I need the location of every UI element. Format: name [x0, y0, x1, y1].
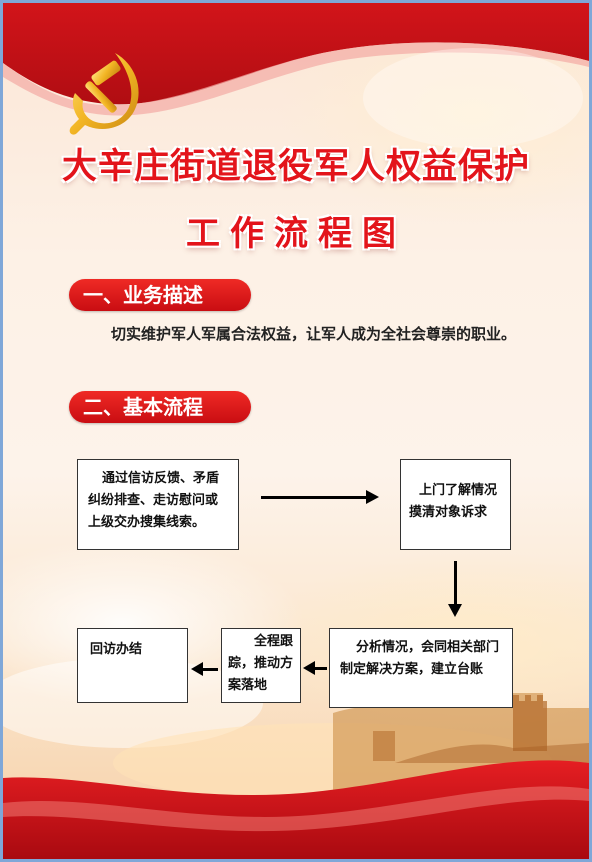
arrow-down-icon	[448, 561, 462, 617]
flow-step-collect-clues: 通过信访反馈、矛盾纠纷排查、走访慰问或上级交办搜集线索。	[77, 459, 239, 550]
flow-step-analyze-solution: 分析情况，会同相关部门制定解决方案，建立台账	[329, 628, 513, 708]
arrow-left-icon	[303, 661, 327, 675]
poster-title-line-1: 大辛庄街道退役军人权益保护	[61, 147, 530, 187]
arrow-right-icon	[261, 490, 379, 504]
flow-step-follow-up-close: 回访办结	[77, 628, 188, 703]
arrow-left-icon	[191, 662, 218, 676]
poster-title-line-2: 工作流程图	[186, 214, 406, 254]
business-description-text: 切实维护军人军属合法权益，让军人成为全社会尊崇的职业。	[111, 325, 517, 343]
flow-step-track-implementation: 全程跟踪，推动方案落地	[221, 628, 301, 703]
poster-decoration	[3, 3, 589, 859]
party-emblem-icon	[69, 53, 139, 135]
section-heading-basic-process: 二、基本流程	[69, 391, 251, 423]
section-heading-business-description: 一、业务描述	[69, 279, 251, 311]
flow-step-home-visit: 上门了解情况摸清对象诉求	[400, 459, 511, 550]
